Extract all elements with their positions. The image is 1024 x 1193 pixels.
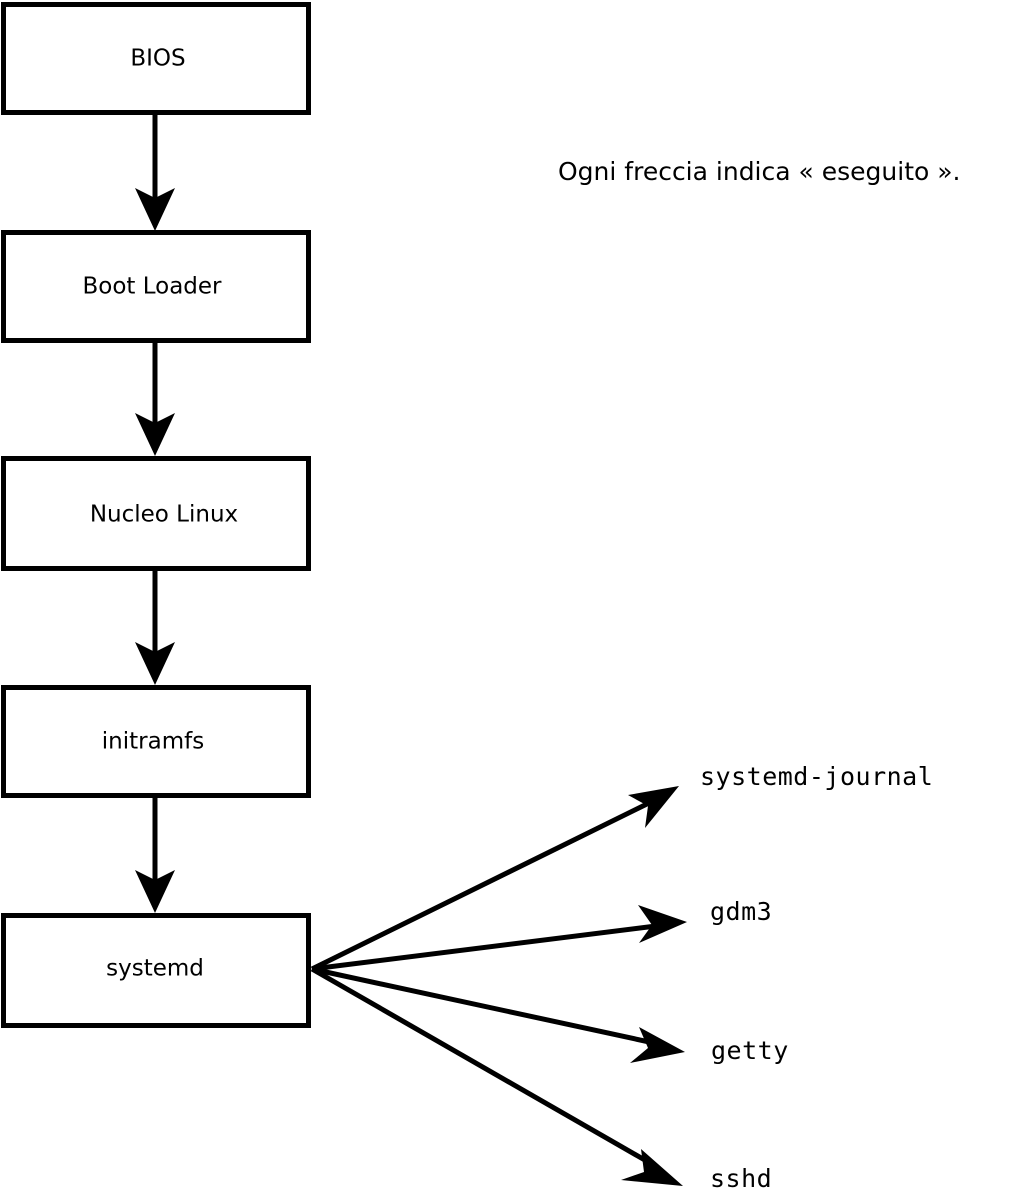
- flow-arrow-bios-to-bootloader: [135, 114, 175, 231]
- service-label-getty: getty: [711, 1036, 789, 1065]
- flow-arrow-initramfs-to-systemd: [135, 798, 175, 913]
- fan-arrow-getty: [311, 966, 685, 1063]
- stage-box-bootloader[interactable]: Boot Loader: [1, 230, 311, 343]
- service-label-systemd-journal: systemd-journal: [700, 762, 933, 791]
- flow-arrow-kernel-to-initramfs: [135, 570, 175, 685]
- fan-arrow-sshd: [310, 966, 683, 1186]
- service-label-gdm3: gdm3: [710, 897, 772, 926]
- stage-box-initramfs[interactable]: initramfs: [1, 685, 311, 798]
- service-label-sshd: sshd: [710, 1164, 772, 1193]
- stage-box-systemd[interactable]: systemd: [1, 913, 311, 1028]
- stage-box-bios[interactable]: BIOS: [1, 2, 311, 115]
- stage-label-systemd: systemd: [106, 956, 204, 982]
- fan-arrow-systemd-journal: [310, 786, 679, 972]
- stage-label-initramfs: initramfs: [102, 729, 204, 755]
- stage-label-bios: BIOS: [130, 46, 185, 72]
- stage-label-kernel: Nucleo Linux: [90, 502, 238, 528]
- stage-box-kernel[interactable]: Nucleo Linux: [1, 456, 311, 571]
- diagram-caption: Ogni freccia indica « eseguito ».: [558, 157, 961, 186]
- flow-arrow-bootloader-to-kernel: [135, 342, 175, 456]
- fan-arrow-gdm3: [311, 905, 687, 972]
- stage-label-bootloader: Boot Loader: [82, 274, 222, 300]
